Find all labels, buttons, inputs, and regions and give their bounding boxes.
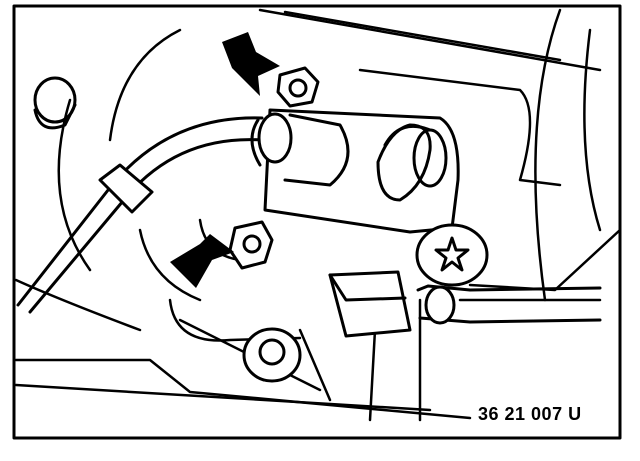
figure-border	[12, 4, 622, 440]
regulator-body	[250, 108, 460, 234]
connector-block	[328, 270, 412, 338]
torx-bolt	[415, 223, 489, 287]
brake-pipe	[16, 116, 264, 314]
figure-caption: 36 21 007 U	[474, 402, 586, 427]
upper-nut	[276, 66, 320, 108]
cable-connector	[416, 284, 602, 325]
arrow-icon	[170, 234, 234, 288]
bottom-bolt	[242, 327, 302, 383]
lower-nut	[228, 220, 274, 270]
arrow-icon	[222, 32, 280, 96]
round-cap	[33, 76, 77, 130]
